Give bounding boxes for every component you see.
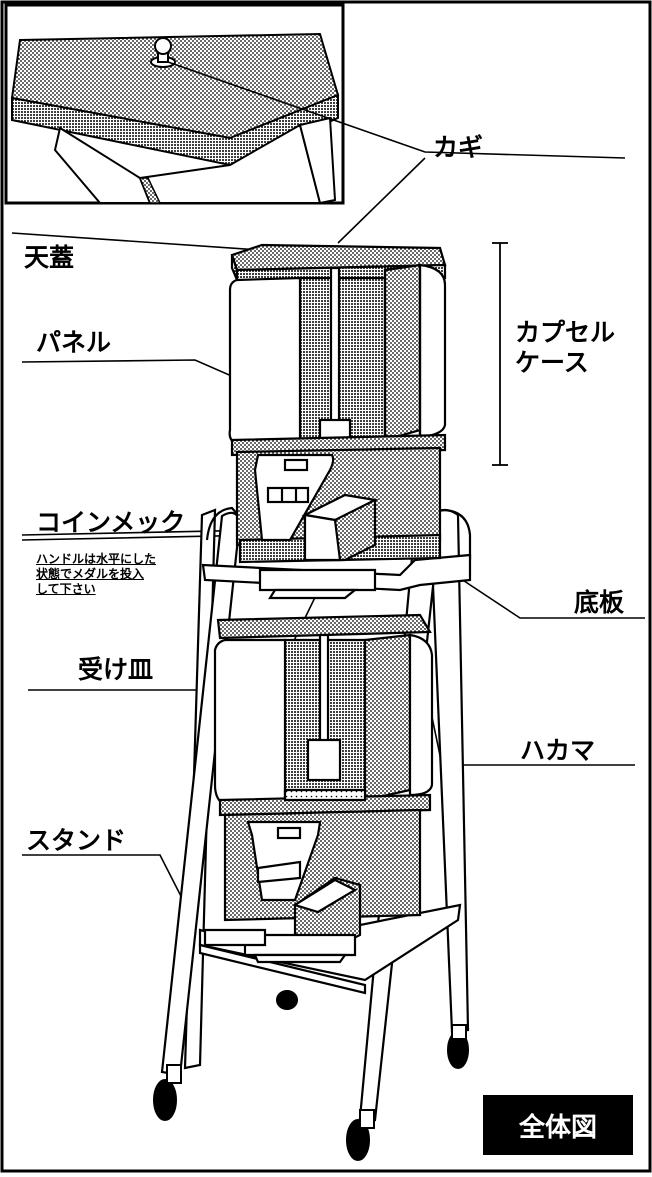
label-tray: 受け皿 <box>78 655 154 684</box>
label-coin-mech: コインメック <box>36 508 186 537</box>
label-key: カギ <box>433 133 484 162</box>
inset-detail <box>4 3 345 205</box>
handle-instruction-note: ハンドルは水平にした 状態でメダルを投入 して下さい <box>36 552 196 597</box>
note-line-1: ハンドルは水平にした <box>36 552 157 566</box>
overall-view-badge: 全体図 <box>483 1095 633 1155</box>
label-skirt: ハカマ <box>520 736 596 765</box>
lower-machine <box>203 613 434 964</box>
capsule-case-bracket <box>492 242 508 466</box>
label-capsule-case-line1: カプセル <box>515 318 616 347</box>
label-top-lid: 天蓋 <box>24 243 75 272</box>
label-capsule-case-line2: ケース <box>515 348 589 377</box>
upper-machine <box>228 243 447 600</box>
label-base-plate: 底板 <box>574 588 625 617</box>
note-line-3: して下さい <box>36 582 96 596</box>
label-stand: スタンド <box>26 826 127 855</box>
casters <box>153 990 469 1161</box>
note-line-2: 状態でメダルを投入 <box>36 567 145 581</box>
label-panel: パネル <box>36 328 112 357</box>
